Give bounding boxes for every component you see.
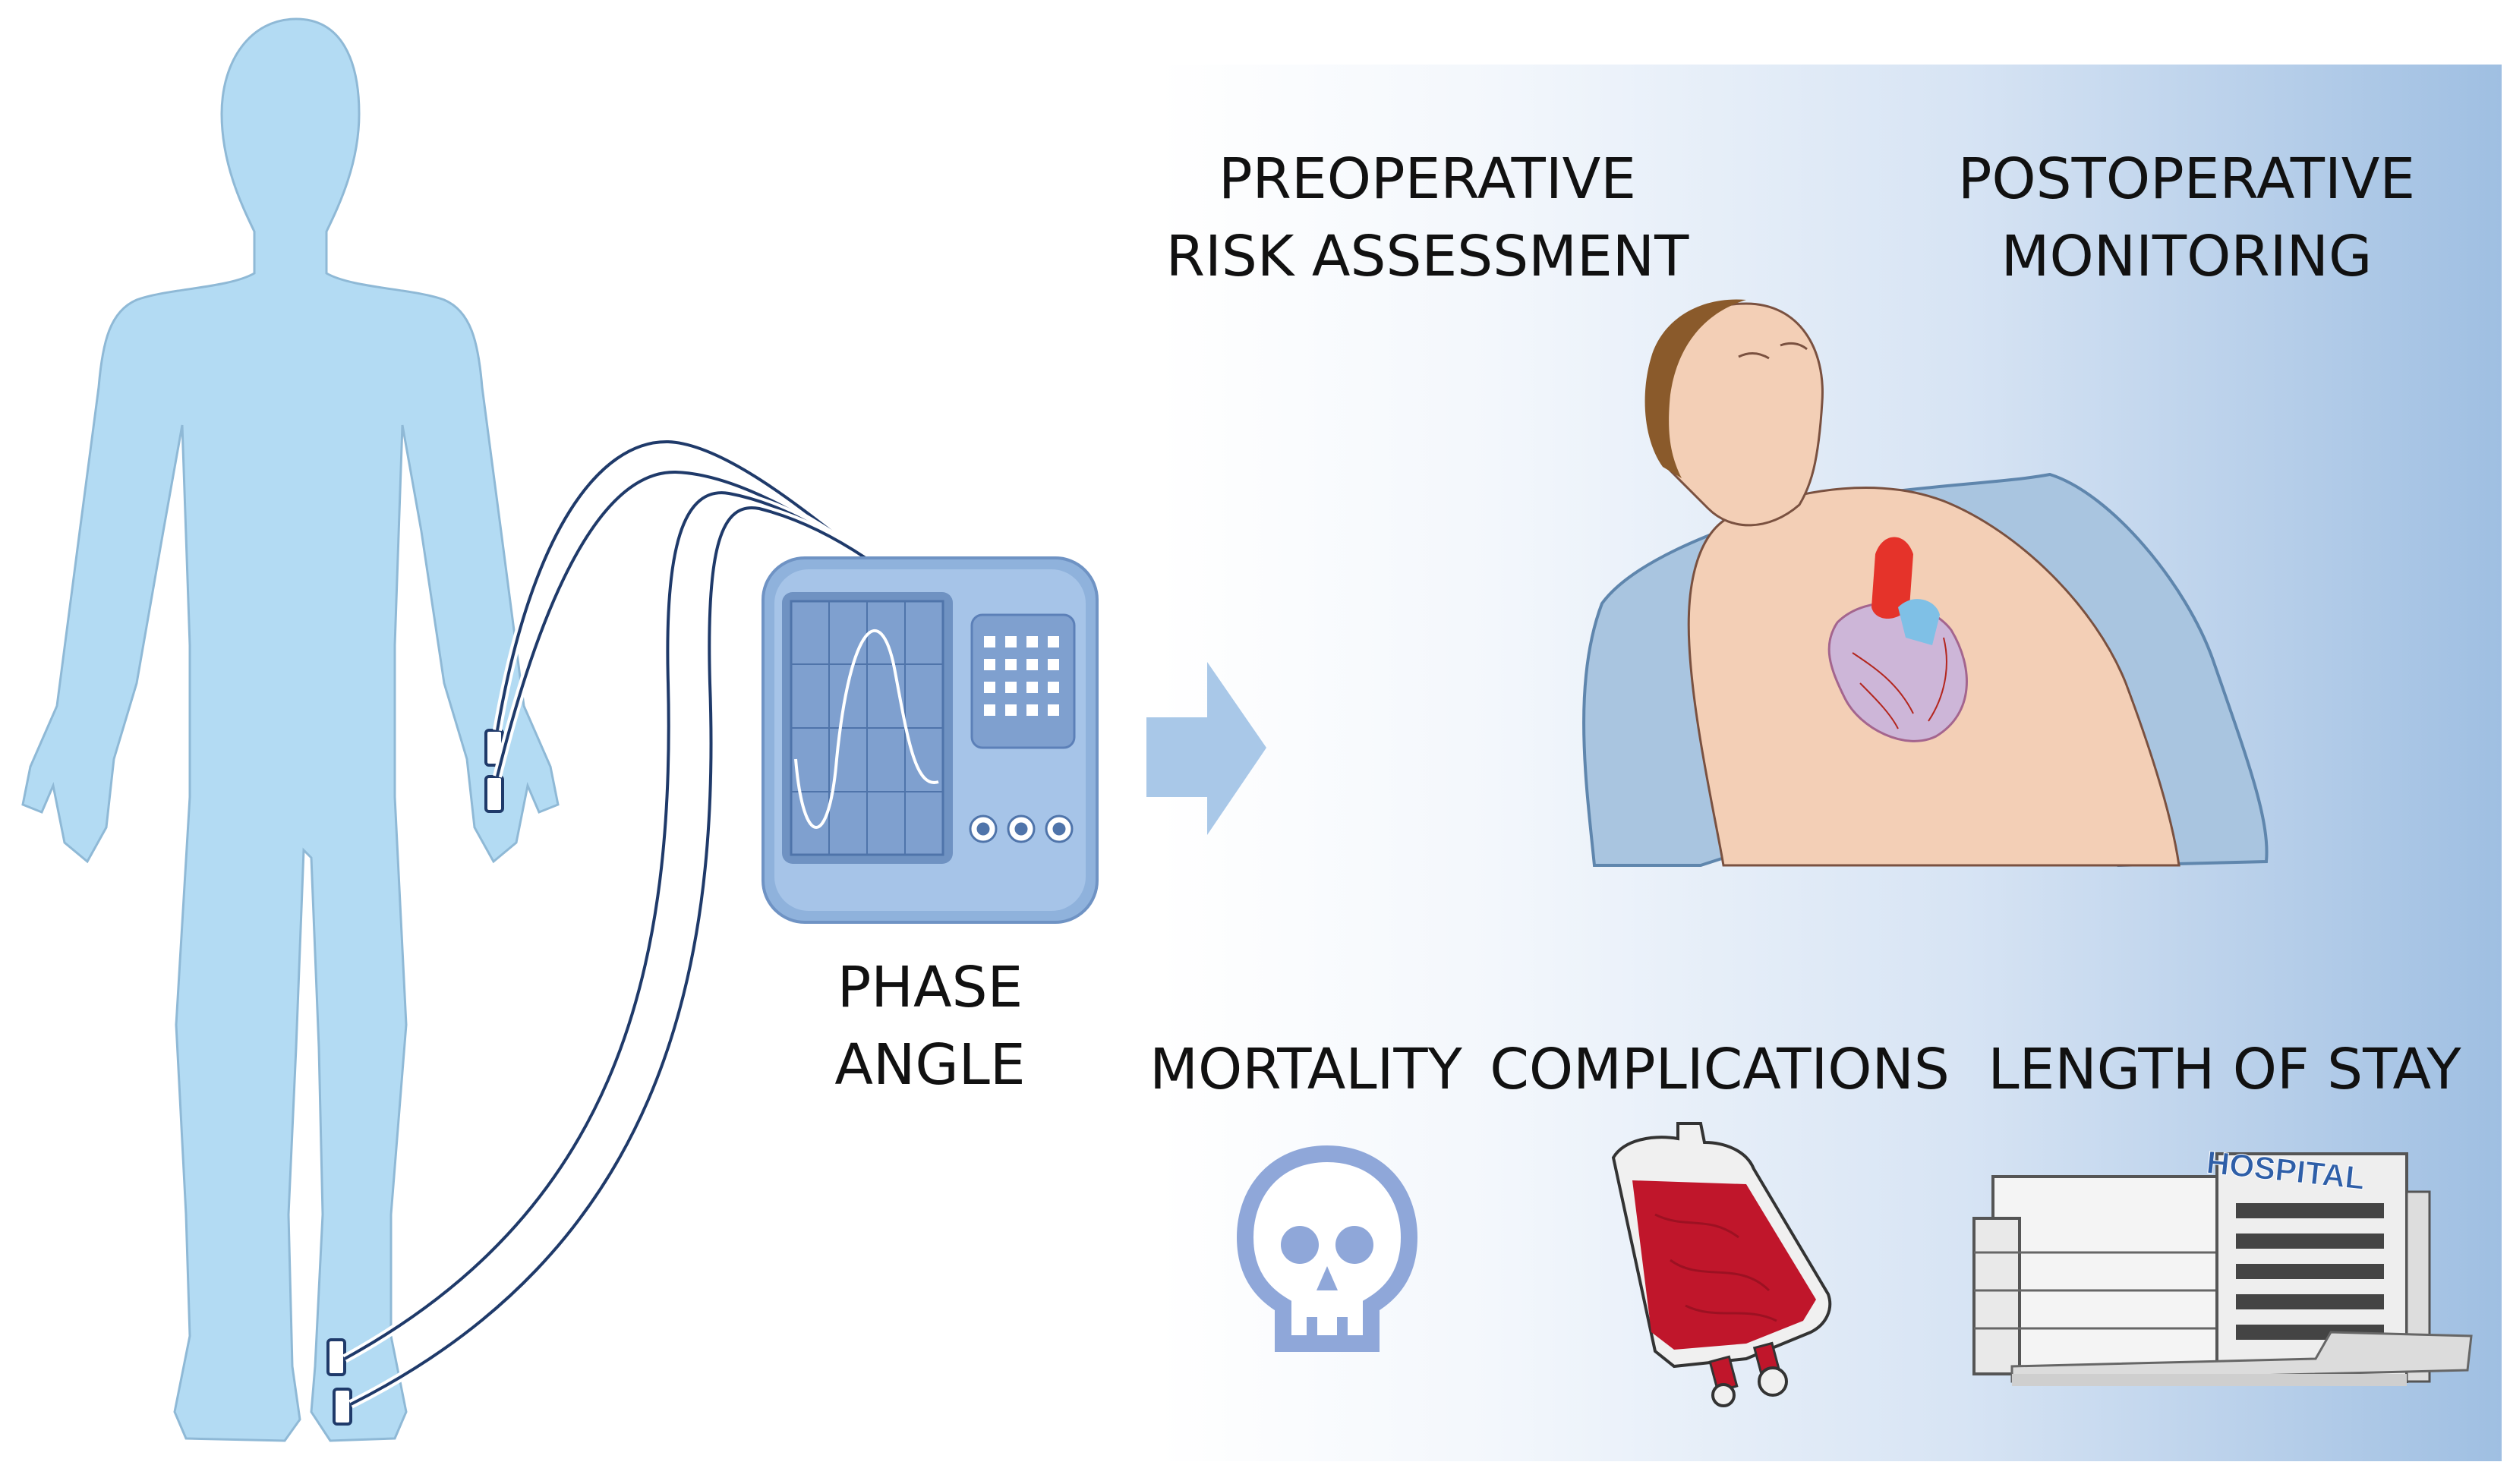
preoperative-label: PREOPERATIVE RISK ASSESSMENT [1146,140,1708,295]
length-of-stay-label: LENGTH OF STAY [1988,1037,2461,1102]
bia-device [762,556,1099,924]
wrist-electrode-2 [484,775,504,813]
human-silhouette [21,17,560,1442]
device-knobs [969,814,1074,843]
complications-label: COMPLICATIONS [1490,1037,1950,1102]
ankle-electrode-1 [326,1338,346,1376]
hospital-icon: HOSPITAL [1972,1144,2473,1386]
preoperative-line-1: PREOPERATIVE [1218,147,1637,212]
postoperative-line-1: POSTOPERATIVE [1957,147,2416,212]
phase-angle-line-2: ANGLE [834,1032,1026,1098]
sine-wave [794,629,939,829]
postoperative-label: POSTOPERATIVE MONITORING [1928,140,2445,295]
keypad [984,636,1059,716]
preoperative-line-2: RISK ASSESSMENT [1165,224,1689,289]
phase-angle-label: PHASE ANGLE [812,949,1048,1104]
mortality-label: MORTALITY [1149,1037,1462,1102]
electrodes [326,729,504,1426]
blood-bag-icon [1611,1122,1832,1407]
ankle-electrode-2 [333,1388,352,1426]
hospital-windows [2236,1203,2384,1340]
patient-heart-illustration [1582,299,2269,868]
postoperative-line-2: MONITORING [2001,224,2373,289]
arrow-right [1146,662,1266,835]
phase-angle-line-1: PHASE [837,955,1023,1020]
skull-icon [1236,1145,1418,1352]
electrode-cables [342,436,869,1409]
